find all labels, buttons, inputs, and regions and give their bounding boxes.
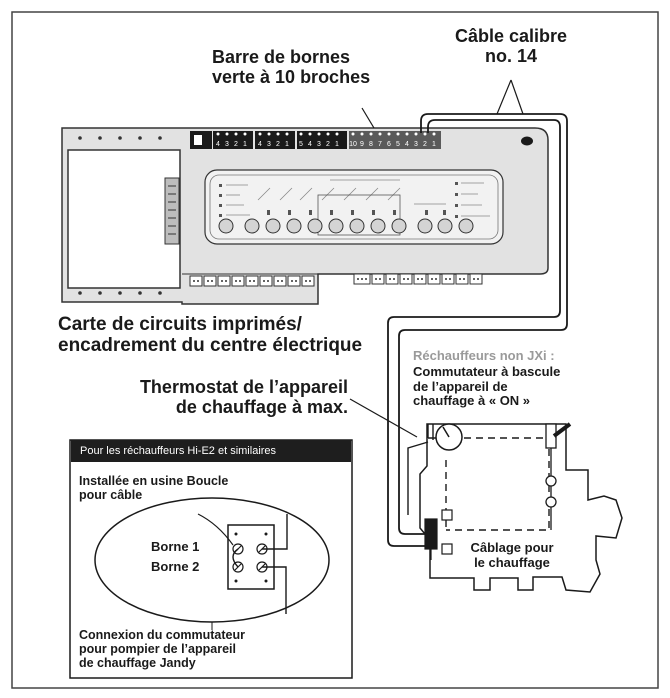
terminal-number: 1 — [243, 141, 247, 148]
toggle-switch-lever — [552, 422, 572, 438]
mounting-hole — [521, 136, 533, 146]
terminal-number: 4 — [308, 141, 312, 148]
terminal-number: 5 — [396, 141, 400, 148]
terminal-number: 10 — [349, 141, 357, 148]
bezel-screw-holes — [78, 136, 162, 295]
terminal-number: 3 — [317, 141, 321, 148]
terminal-number: 7 — [378, 141, 382, 148]
terminal-bar-label: Barre de bornes verte à 10 broches — [212, 47, 371, 88]
leader-lines — [349, 79, 524, 438]
terminal-number: 3 — [225, 141, 229, 148]
terminal-2-label: Borne 2 — [151, 559, 200, 574]
non-jxi-title: Réchauffeurs non JXi : — [413, 348, 555, 363]
inset-loop-leader — [197, 513, 234, 546]
inset-terminal-block — [227, 524, 275, 590]
led-indicators — [219, 182, 458, 218]
factory-loop-label: Installée en usine Boucle pour câble — [79, 474, 229, 502]
cable-14-awg — [387, 113, 568, 547]
pcb-label: Carte de circuits imprimés/ encadrement … — [58, 314, 363, 357]
terminal-number: 1 — [285, 141, 289, 148]
panel-buttons — [218, 218, 474, 234]
terminal-strip-bottom — [189, 273, 483, 287]
terminal-number: 8 — [369, 141, 373, 148]
terminal-number: 1 — [432, 141, 436, 148]
aux-group-box — [317, 194, 401, 236]
thermostat-wire — [407, 441, 429, 515]
heater-components — [424, 509, 453, 560]
terminal-number: 3 — [267, 141, 271, 148]
terminal-number: 3 — [414, 141, 418, 148]
side-connector-pins — [168, 185, 176, 235]
panel-microtext-lines — [226, 179, 490, 217]
bezel-opening — [67, 149, 181, 289]
inset-ellipse — [94, 497, 330, 623]
thermostat-pointer — [442, 426, 450, 438]
inset-outgoing-wires — [262, 514, 288, 614]
heater-wiring-label: Câblage pour le chauffage — [470, 540, 554, 570]
terminal-1-label: Borne 1 — [151, 539, 200, 554]
terminal-number: 2 — [423, 141, 427, 148]
inset-factory-loop — [232, 548, 239, 568]
cable-gauge-label: Câble calibre no. 14 — [454, 26, 568, 67]
terminal-number: 4 — [216, 141, 220, 148]
control-panel-inner — [209, 174, 499, 240]
terminal-number: 2 — [234, 141, 238, 148]
non-jxi-label: Commutateur à bascule de l’appareil de c… — [413, 364, 561, 409]
inset-header: Pour les réchauffeurs Hi-E2 et similaire… — [71, 440, 351, 462]
terminal-strip-top — [190, 131, 441, 149]
thermostat-label: Thermostat de l’appareil de chauffage à … — [139, 377, 348, 418]
thermostat-bracket — [427, 424, 436, 440]
terminal-number: 5 — [299, 141, 303, 148]
safety-circuit-loops — [545, 448, 557, 530]
terminal-number: 6 — [387, 141, 391, 148]
inset-caption: Connexion du commutateur pour pompier de… — [79, 628, 245, 670]
terminal-number: 2 — [276, 141, 280, 148]
terminal-strip-bottom-dots — [193, 278, 479, 282]
terminal-number: 2 — [326, 141, 330, 148]
terminal-number: 9 — [360, 141, 364, 148]
terminal-number: 4 — [405, 141, 409, 148]
heater-body — [419, 423, 623, 593]
terminal-number: 1 — [335, 141, 339, 148]
inset-terminal-dots — [234, 532, 268, 583]
heater-dashed-loop — [446, 437, 550, 531]
terminal-number: 4 — [258, 141, 262, 148]
terminal-screw-dots — [216, 132, 436, 136]
